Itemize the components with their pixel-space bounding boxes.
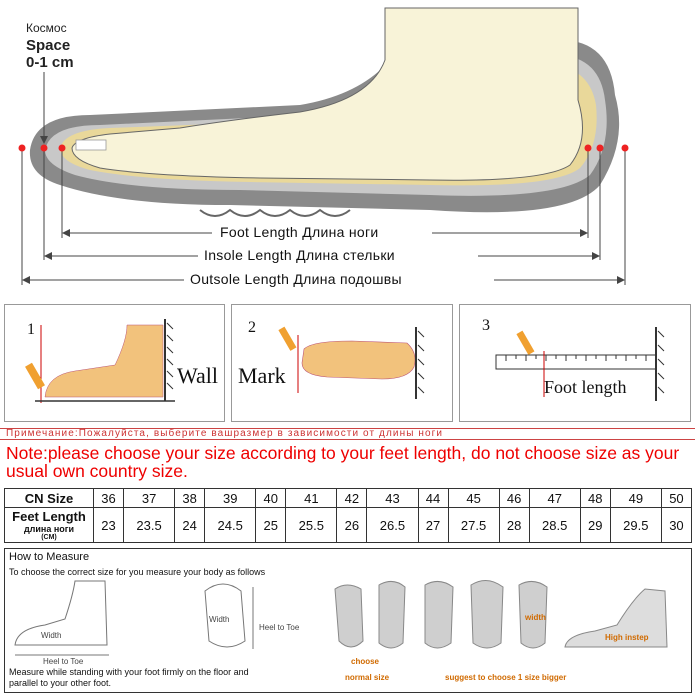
size-cell: 39	[204, 488, 257, 508]
length-cell: 28	[498, 507, 530, 543]
feet-length-header-en: Feet Length	[12, 509, 86, 524]
size-row: CN Size 36 37 38 39 40 41 42 43 44 45 46…	[4, 488, 693, 508]
cn-size-header: CN Size	[4, 488, 94, 508]
size-cell: 37	[123, 488, 176, 508]
high-instep-label: High instep	[605, 633, 649, 642]
length-cell: 24	[174, 507, 206, 543]
width-label-2: Width	[209, 615, 230, 624]
size-cell: 45	[447, 488, 500, 508]
size-cell: 49	[609, 488, 662, 508]
length-cell: 26	[336, 507, 368, 543]
foot-top-view-illustration	[278, 326, 425, 399]
how-to-measure-subtitle: To choose the correct size for you measu…	[9, 567, 266, 577]
heel-to-toe-label-2: Heel to Toe	[259, 623, 300, 632]
size-cell: 50	[660, 488, 693, 508]
size-cell: 41	[285, 488, 338, 508]
how-to-measure-footnote: Measure while standing with your foot fi…	[9, 667, 249, 688]
shoe-cross-section-illustration	[18, 7, 629, 285]
outsole-length-label: Outsole Length Длина подошвы	[190, 271, 402, 287]
size-cell: 40	[255, 488, 287, 508]
size-cell: 42	[336, 488, 368, 508]
length-cell: 26.5	[366, 507, 419, 543]
foot-diagram-section: Космос Space 0-1 cm	[0, 0, 695, 295]
length-row: Feet Length длина ноги (CM) 23 23.5 24 2…	[4, 507, 693, 543]
space-range: 0-1 cm	[26, 54, 74, 71]
feet-length-header-ru: длина ноги	[23, 524, 75, 534]
size-cell: 47	[528, 488, 581, 508]
size-table: CN Size 36 37 38 39 40 41 42 43 44 45 46…	[4, 488, 693, 543]
foot-against-wall-illustration	[25, 319, 175, 403]
ruler-illustration	[495, 327, 665, 401]
space-label-ru: Космос	[26, 21, 67, 35]
length-cell: 30	[660, 507, 693, 543]
space-label-en: Space	[26, 37, 71, 54]
suggest-bigger-label: suggest to choose 1 size bigger	[445, 673, 567, 682]
size-cell: 38	[174, 488, 206, 508]
how-to-measure-title: How to Measure	[9, 551, 90, 563]
step-1-number: 1	[27, 321, 35, 338]
russian-note-bar: Примечание:Пожалуйста, выберите вашразме…	[0, 428, 695, 440]
length-cell: 27.5	[447, 507, 500, 543]
foot-length-label: Foot Length Длина ноги	[220, 224, 379, 240]
size-cell: 36	[92, 488, 125, 508]
size-cell: 44	[417, 488, 449, 508]
size-cell: 46	[498, 488, 530, 508]
step-3-panel: 3 Foot length	[459, 304, 691, 422]
length-cell: 23.5	[123, 507, 176, 543]
insole-length-label: Insole Length Длина стельки	[204, 247, 395, 263]
normal-size-label: normal size	[345, 673, 390, 682]
length-cell: 29.5	[609, 507, 662, 543]
feet-length-header: Feet Length длина ноги (CM)	[4, 507, 94, 543]
russian-note-text: Примечание:Пожалуйста, выберите вашразме…	[6, 428, 444, 439]
length-cell: 29	[579, 507, 611, 543]
width-label-1: Width	[41, 631, 62, 640]
length-cell: 24.5	[204, 507, 257, 543]
step-2-label: Mark	[238, 363, 286, 388]
choose-label: choose	[351, 657, 380, 666]
width-label-3: width	[525, 613, 546, 622]
feet-length-header-unit: (CM)	[41, 534, 57, 541]
length-cell: 27	[417, 507, 449, 543]
length-cell: 28.5	[528, 507, 581, 543]
size-note: Note:please choose your size according t…	[6, 443, 680, 481]
measure-illustrations	[14, 580, 668, 656]
length-cell: 25	[255, 507, 287, 543]
step-1-label: Wall	[177, 363, 218, 388]
how-to-measure-section: How to Measure To choose the correct siz…	[4, 548, 692, 693]
heel-to-toe-label-1: Heel to Toe	[43, 657, 84, 666]
size-cell: 43	[366, 488, 419, 508]
length-cell: 23	[92, 507, 125, 543]
size-cell: 48	[579, 488, 611, 508]
step-3-label: Foot length	[544, 377, 627, 397]
space-label: Космос Space 0-1 cm	[26, 20, 74, 71]
step-3-number: 3	[482, 317, 490, 334]
step-2-number: 2	[248, 319, 256, 336]
length-cell: 25.5	[285, 507, 338, 543]
step-1-panel: 1 Wall	[4, 304, 225, 422]
step-2-panel: 2 Mark	[231, 304, 453, 422]
